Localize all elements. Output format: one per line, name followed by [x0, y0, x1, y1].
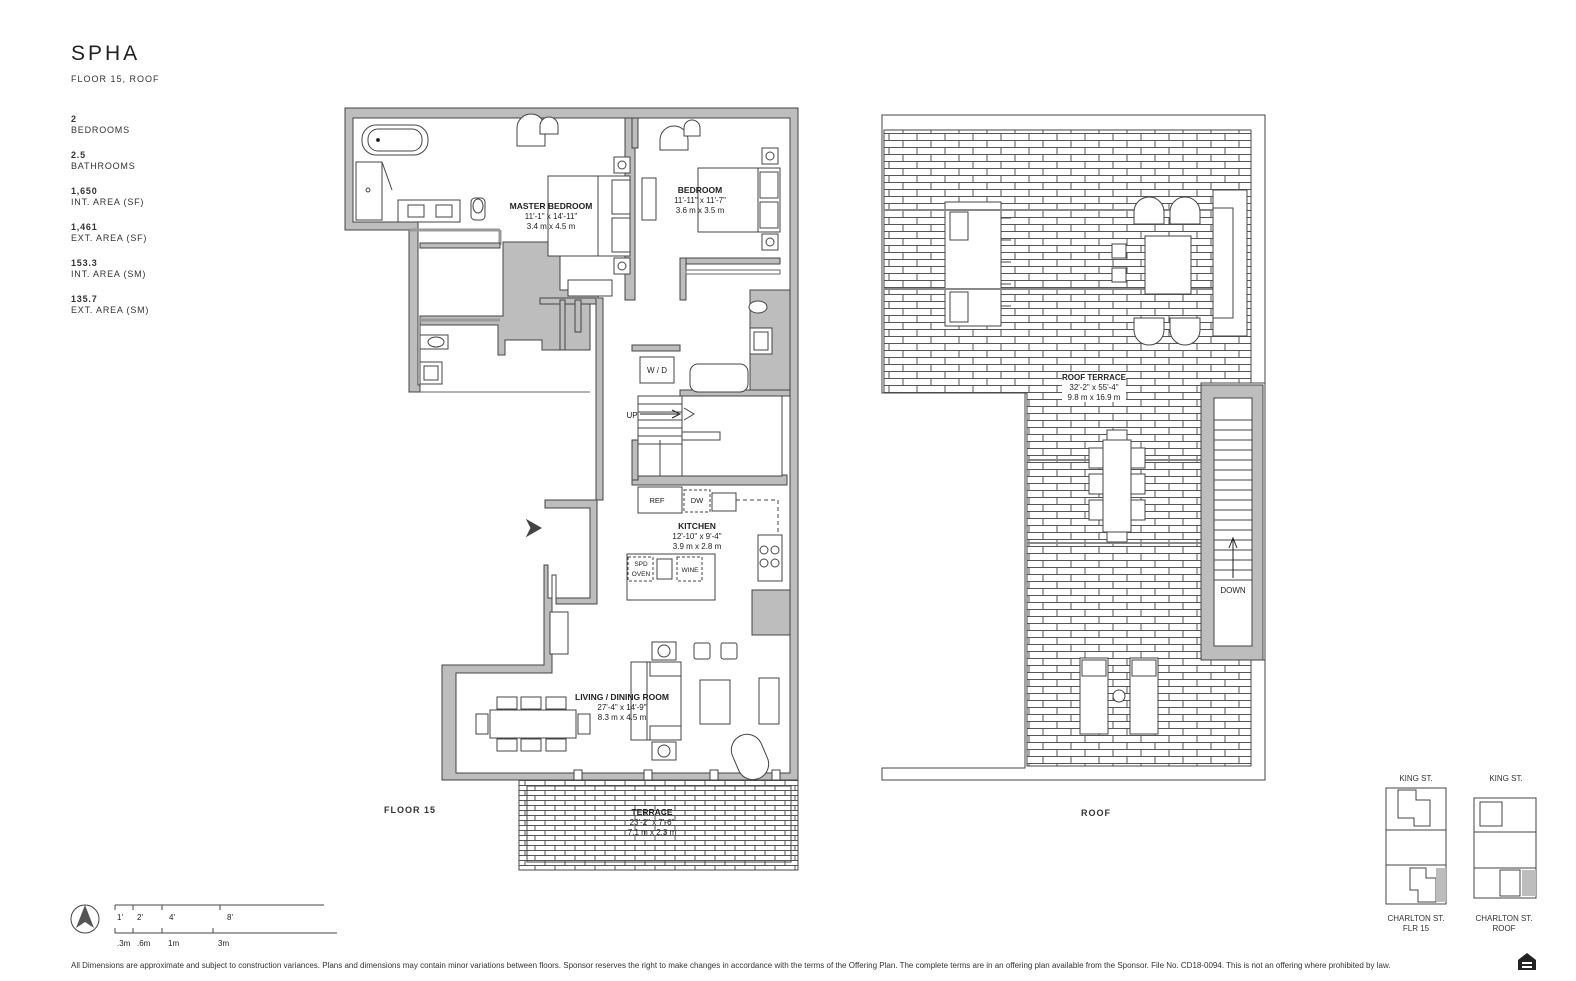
keyplan1-level: FLR 15: [1402, 924, 1430, 933]
stat-int-area-sm: 153.3 INT. AREA (SM): [71, 258, 146, 280]
wine-label: WINE: [682, 567, 700, 574]
keyplan1-street-top: KING ST.: [1399, 774, 1433, 783]
legal-disclaimer: All Dimensions are approximate and subje…: [71, 961, 1391, 970]
roof-terrace-paving: [883, 129, 1252, 767]
kitchen-ft: 12'-10" x 9'-4": [672, 532, 721, 541]
roof-terrace-name: ROOF TERRACE: [1062, 373, 1127, 382]
stat-ext-area-sf: 1,461 EXT. AREA (SF): [71, 222, 147, 244]
floor15-terrace: [518, 779, 799, 871]
stat-bathrooms: 2.5 BATHROOMS: [71, 150, 136, 172]
scale-bottom-2: .6m: [137, 939, 151, 948]
stat-bedrooms: 2 BEDROOMS: [71, 114, 130, 136]
master-bedroom-m: 3.4 m x 4.5 m: [527, 222, 576, 231]
wd-label: W / D: [647, 366, 667, 375]
stat-int-area-sf: 1,650 INT. AREA (SF): [71, 186, 144, 208]
master-bedroom-ft: 11'-1" x 14'-11": [525, 212, 578, 221]
page-title: SPHA: [71, 42, 141, 65]
stat-value: 1,461: [71, 222, 98, 232]
spd-label: SPD: [634, 561, 648, 568]
living-name: LIVING / DINING ROOM: [575, 692, 669, 702]
master-bedroom-name: MASTER BEDROOM: [510, 201, 593, 211]
scale-bar: [114, 904, 337, 934]
floor15-stairs: [637, 395, 783, 477]
keyplan2-level: ROOF: [1492, 924, 1516, 933]
kitchen-m: 3.9 m x 2.8 m: [673, 542, 722, 551]
stat-label: BEDROOMS: [71, 125, 130, 135]
stat-value: 2.5: [71, 150, 86, 160]
stat-label: EXT. AREA (SM): [71, 305, 150, 315]
stat-label: EXT. AREA (SF): [71, 233, 148, 243]
roof-terrace-ft: 32'-2" x 55'-4": [1069, 383, 1118, 392]
keyplan-floor15: [1385, 787, 1447, 905]
stat-label: INT. AREA (SM): [71, 269, 147, 279]
bedroom-m: 3.6 m x 3.5 m: [676, 206, 725, 215]
dining-table: [475, 696, 591, 752]
stat-label: BATHROOMS: [71, 161, 136, 171]
keyplan2-street-bottom: CHARLTON ST.: [1475, 914, 1533, 923]
scale-top-4: 8': [227, 913, 233, 922]
living-ft: 27'-4" x 14'-9": [597, 703, 646, 712]
sofa: [630, 641, 682, 761]
floor15-label: FLOOR 15: [384, 805, 437, 815]
keyplan-roof: [1473, 797, 1537, 899]
terrace-ft: 23'-2" x 7'-6": [630, 818, 675, 827]
bedroom-name: BEDROOM: [678, 185, 722, 195]
stat-value: 153.3: [71, 258, 98, 268]
stat-ext-area-sm: 135.7 EXT. AREA (SM): [71, 294, 149, 316]
keyplan2-street-top: KING ST.: [1489, 774, 1523, 783]
up-label: UP: [626, 411, 637, 420]
keyplan1-street-bottom: CHARLTON ST.: [1387, 914, 1445, 923]
scale-bottom-1: .3m: [117, 939, 131, 948]
stat-value: 1,650: [71, 186, 98, 196]
kitchen-name: KITCHEN: [678, 521, 716, 531]
ref-label: REF: [650, 496, 665, 505]
scale-bottom-3: 1m: [168, 939, 179, 948]
living-m: 8.3 m x 4.5 m: [598, 713, 647, 722]
oven-label: OVEN: [632, 571, 651, 578]
roof-stairs: [1200, 384, 1264, 661]
bedroom-ft: 11'-11" x 11'-7": [674, 196, 726, 205]
stat-value: 2: [71, 114, 77, 124]
floor15-plan: [344, 107, 799, 871]
page-subtitle: FLOOR 15, ROOF: [71, 74, 160, 84]
stat-value: 135.7: [71, 294, 98, 304]
washer-dryer: [639, 356, 675, 384]
terrace-name: TERRACE: [631, 807, 672, 817]
terrace-m: 7.1 m x 2.3 m: [628, 828, 677, 837]
scale-bottom-4: 3m: [218, 939, 229, 948]
stat-label: INT. AREA (SF): [71, 197, 145, 207]
down-label: DOWN: [1220, 586, 1246, 595]
north-arrow-icon: [70, 904, 100, 934]
scale-top-3: 4': [169, 913, 175, 922]
roof-terrace-m: 9.8 m x 16.9 m: [1068, 393, 1121, 402]
roof-plan: [881, 114, 1266, 781]
scale-top-2: 2': [137, 913, 143, 922]
roof-label: ROOF: [1081, 808, 1111, 818]
dw-label: DW: [691, 496, 704, 505]
equal-housing-icon: [1518, 953, 1536, 970]
scale-top-1: 1': [117, 913, 123, 922]
